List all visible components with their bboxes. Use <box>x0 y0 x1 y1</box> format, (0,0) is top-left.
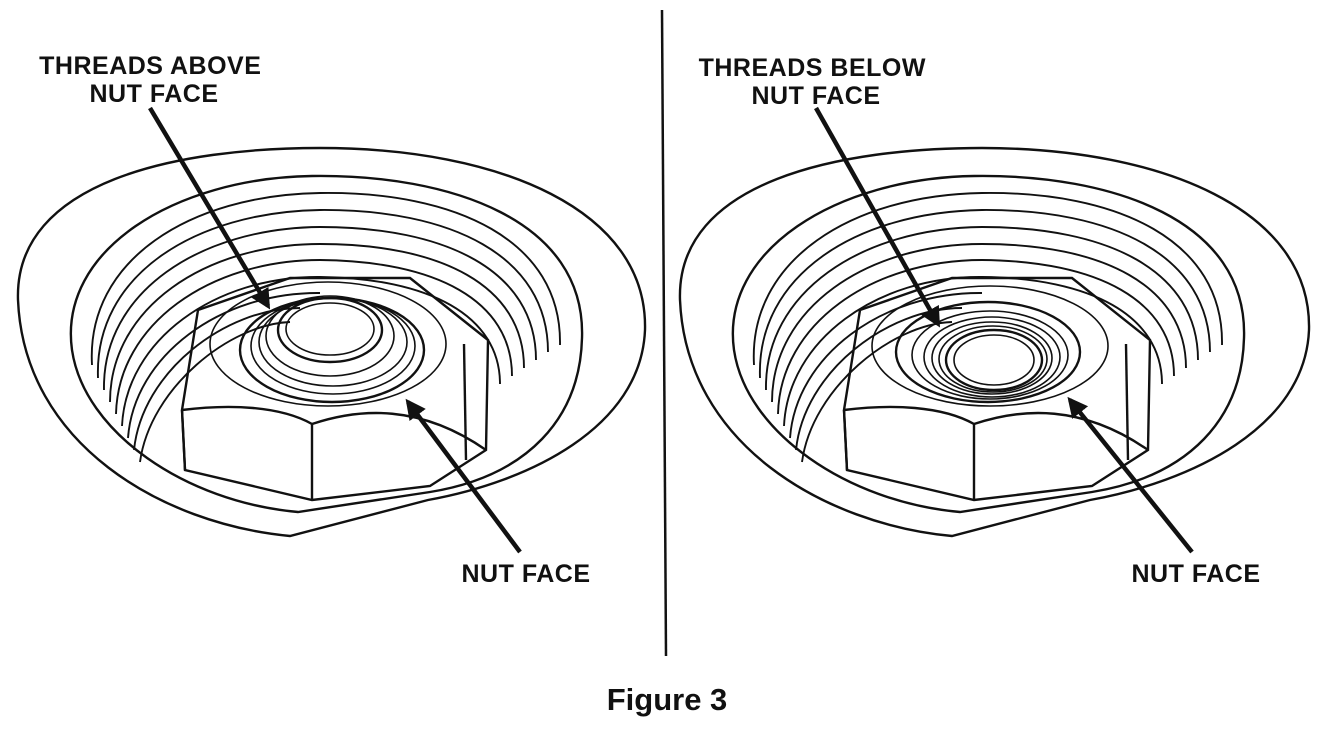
hex-nut <box>180 276 490 502</box>
panel-threads-below: THREADS BELOW NUT FACE NUT FACE <box>678 54 1311 588</box>
housing-outline <box>16 146 647 538</box>
threads-leader-arrow <box>814 106 940 328</box>
nut-face-label: NUT FACE <box>1132 560 1261 588</box>
recess-drawing-right <box>678 146 1311 538</box>
threads-label: THREADS BELOW NUT FACE <box>699 54 934 110</box>
nut-face-and-recessed-bolt <box>871 285 1109 407</box>
nut-face-leader-arrow <box>1067 396 1194 554</box>
recess-drawing-left <box>16 146 647 538</box>
threads-leader-arrow <box>148 106 271 310</box>
leader-arrows-right <box>814 106 1194 554</box>
nut-face-leader-arrow <box>405 398 522 554</box>
nut-face-and-bolt <box>209 281 447 407</box>
figure-caption: Figure 3 <box>607 682 728 717</box>
threads-label: THREADS ABOVE NUT FACE <box>39 52 269 108</box>
recess-threads <box>753 192 1223 463</box>
panel-threads-above: THREADS ABOVE NUT FACE NUT FACE <box>16 52 647 588</box>
leader-arrows-left <box>148 106 522 554</box>
recess-threads <box>91 192 561 463</box>
recess-rim <box>731 174 1246 514</box>
nut-face-label: NUT FACE <box>462 560 591 588</box>
hex-nut <box>842 276 1152 502</box>
panel-divider <box>660 9 668 657</box>
recess-rim <box>69 174 584 514</box>
